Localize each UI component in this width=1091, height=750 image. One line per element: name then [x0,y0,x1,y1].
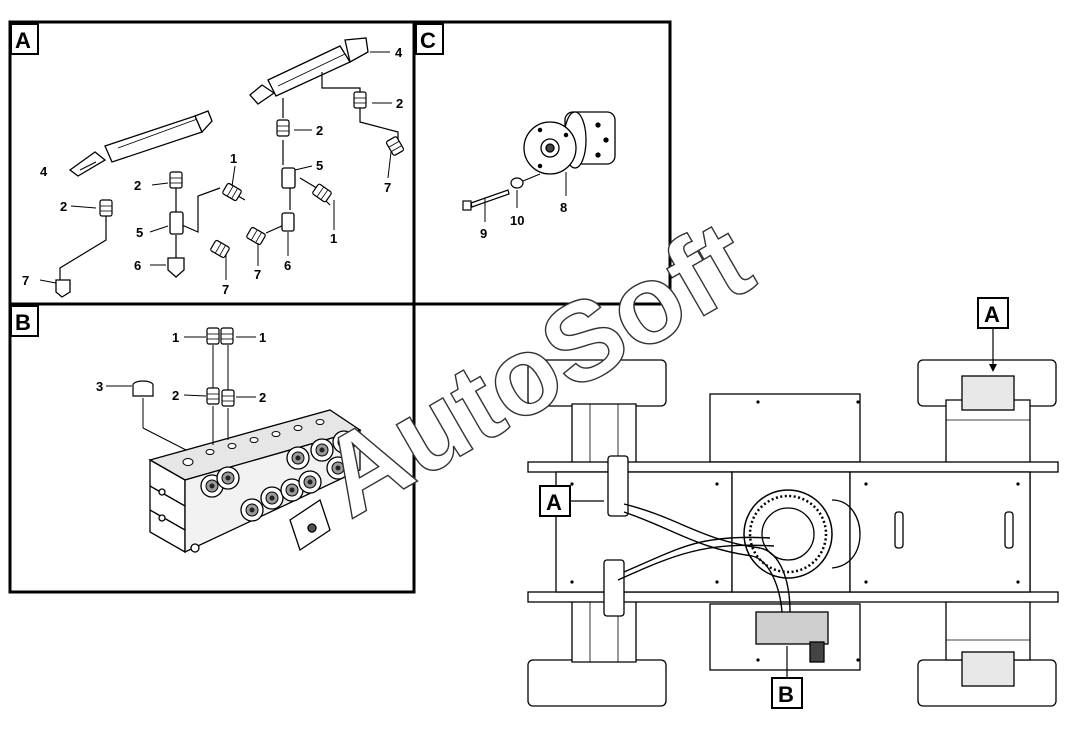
label-6-right: 6 [284,258,291,273]
label-2-upper: 2 [316,123,323,138]
label-3: 3 [96,379,103,394]
leaders-a [39,51,392,284]
label-5-left: 5 [136,225,143,240]
label-1-right: 1 [259,330,266,345]
label-8: 8 [560,200,567,215]
pipe-fittings-b [132,327,235,407]
overview-tags: A A B [539,297,1009,709]
valve-block-overview [755,611,829,645]
panel-a: A [8,20,416,306]
washer [510,177,524,189]
label-5-right: 5 [316,158,323,173]
panel-b-tag: B [15,310,31,335]
slewing-ring [743,489,833,579]
panel-a-tag: A [15,28,31,53]
label-1-top: 1 [230,151,237,166]
label-1-left: 1 [172,330,179,345]
label-7-right: 7 [384,180,391,195]
cylinder-top-overview [607,455,629,517]
label-7-left: 7 [22,273,29,288]
cylinder-bottom-overview [603,559,625,617]
mounting-bolt [462,189,510,211]
leaders-b [106,336,256,451]
label-2-left: 2 [172,388,179,403]
panel-c-tag: C [420,28,436,53]
hydraulic-cylinder-left [68,110,213,177]
panel-c: C 9 10 8 [412,20,672,306]
hydraulic-cylinder-right [249,37,369,105]
leaders-c [484,172,567,222]
label-7-mid: 7 [254,267,261,282]
label-7-bottom: 7 [222,282,229,297]
swivel-motor [523,111,616,175]
label-10: 10 [510,213,524,228]
chassis-overview [527,359,1059,707]
tank-top [709,393,861,463]
label-1-right: 1 [330,231,337,246]
wheel-rear-left [527,659,667,707]
label-2-right: 2 [396,96,403,111]
label-4-left: 4 [40,164,48,179]
label-2-right: 2 [259,390,266,405]
panel-b: B [8,302,416,594]
label-6-left: 6 [134,258,141,273]
valve-ports [182,419,325,466]
overview-tag-a-left: A [546,490,562,515]
label-2-mid: 2 [134,178,141,193]
label-2-left: 2 [60,199,67,214]
tee-elbows-a [55,167,296,298]
overview-tag-a-right: A [984,302,1000,327]
label-4-right: 4 [395,45,403,60]
overview-tag-b: B [778,682,794,707]
label-9: 9 [480,226,487,241]
